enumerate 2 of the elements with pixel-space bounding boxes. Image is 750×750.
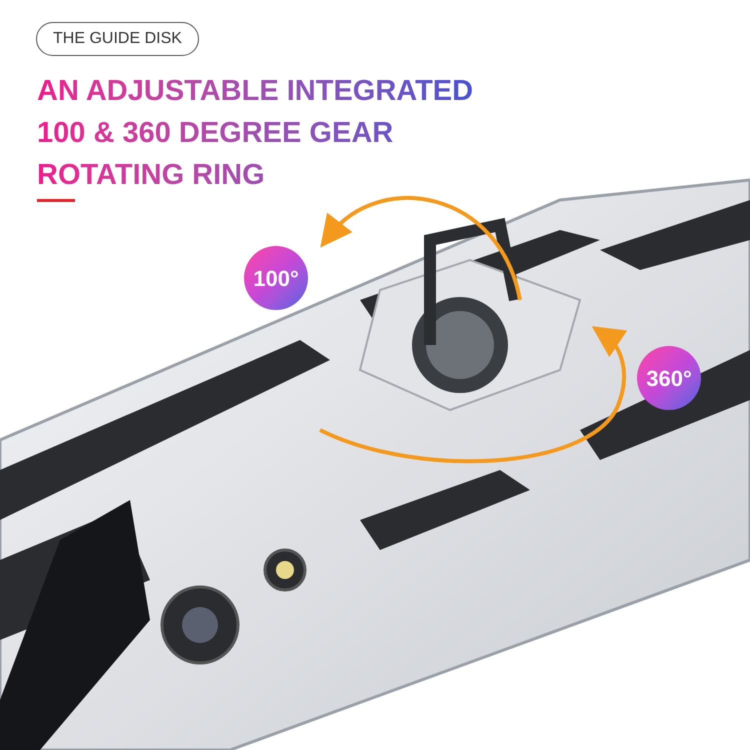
angle-badge: 100° xyxy=(244,246,308,310)
section-tag: THE GUIDE DISK xyxy=(36,22,199,56)
